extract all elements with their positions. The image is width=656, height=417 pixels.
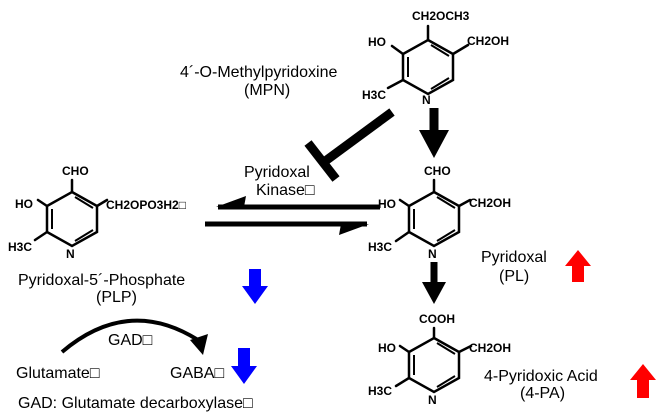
mpn-name: 4´-O-Methylpyridoxine xyxy=(180,64,337,81)
pa-name: 4-Pyridoxic Acid xyxy=(484,368,598,385)
plp-decrease-arrow xyxy=(242,269,268,304)
pl-ho-label: HO xyxy=(378,197,396,211)
pl-methyl-label: H3C xyxy=(368,240,392,254)
plp-methyl-label: H3C xyxy=(8,240,32,254)
plp-right-group: CH2OPO3H2□ xyxy=(106,198,186,212)
pa-top-group: COOH xyxy=(419,312,455,326)
pa-ring-bonds xyxy=(407,336,461,394)
equilibrium-head-upper xyxy=(216,196,246,207)
plp-down-arrow-icon xyxy=(242,269,268,304)
mpn-ho-label: HO xyxy=(368,35,386,49)
gad-curved-arrow xyxy=(60,318,200,354)
pa-methyl-bond xyxy=(394,376,411,388)
footnote: GAD: Glutamate decarboxylase□ xyxy=(18,395,253,412)
mpn-right-bond xyxy=(451,43,470,56)
equilibrium-head-lower xyxy=(339,224,369,235)
plp-name: Pyridoxal-5´-Phosphate xyxy=(18,272,185,289)
gad-reaction: GAD□ Glutamate□ GABA□ xyxy=(16,318,224,382)
enzyme-label-line1: Pyridoxal xyxy=(244,164,310,181)
plp-methyl-bond xyxy=(33,230,49,242)
pa-ho-bond xyxy=(398,344,411,354)
plp-ho-label: HO xyxy=(15,197,33,211)
mpn-to-pl-head xyxy=(419,130,449,158)
plp-abbr: (PLP) xyxy=(96,289,137,306)
mpn-double-bond-2 xyxy=(430,44,450,57)
pl-increase-arrow xyxy=(565,250,591,282)
pl-ring-bonds xyxy=(407,190,461,248)
equilibrium-arrows xyxy=(205,196,380,235)
plp-right-bond xyxy=(95,198,109,208)
pl-up-arrow-icon xyxy=(565,250,591,282)
pl-double-bond-2 xyxy=(436,196,456,209)
pa-double-bond-2 xyxy=(436,342,456,355)
pa-double-bond-3 xyxy=(436,375,456,388)
gad-curved-arrow-head xyxy=(190,334,208,355)
pl-right-group: CH2OH xyxy=(469,196,511,210)
mpn-molecule: CH2OCH3 CH2OH HO H3C N xyxy=(362,9,509,107)
plp-ring-bonds xyxy=(45,190,99,248)
glutamate-label: Glutamate□ xyxy=(16,365,100,382)
pl-ring xyxy=(394,178,472,248)
mpn-n-label: N xyxy=(422,93,431,107)
mpn-ho-bond xyxy=(390,44,405,56)
pa-ring xyxy=(394,326,473,394)
mpn-ring-bonds xyxy=(401,38,455,96)
gaba-down-arrow-icon xyxy=(231,348,257,384)
plp-n-label: N xyxy=(66,247,75,261)
pl-name: Pyridoxal xyxy=(481,249,547,266)
gaba-decrease-arrow xyxy=(231,348,257,384)
pa-increase-arrow xyxy=(630,364,656,398)
mpn-top-group: CH2OCH3 xyxy=(412,9,470,23)
plp-double-bond-2 xyxy=(74,196,94,209)
mpn-methyl-bond xyxy=(386,78,405,90)
mpn-right-group: CH2OH xyxy=(467,34,509,48)
inhibition-shaft xyxy=(321,108,395,166)
pa-up-arrow-icon xyxy=(630,364,656,398)
plp-double-bond-3 xyxy=(74,229,94,242)
mpn-to-pl-arrow xyxy=(419,108,449,158)
gad-enzyme-label: GAD□ xyxy=(108,332,153,349)
pa-abbr: (4-PA) xyxy=(520,385,565,402)
pa-n-label: N xyxy=(428,393,437,407)
plp-ring xyxy=(33,178,109,248)
pl-double-bond-3 xyxy=(436,229,456,242)
pl-ho-bond xyxy=(398,198,411,208)
mpn-double-bond-3 xyxy=(430,77,450,90)
pl-right-bond xyxy=(457,198,472,208)
pa-molecule: COOH CH2OH HO H3C N xyxy=(368,312,511,407)
pa-methyl-label: H3C xyxy=(368,384,392,398)
pa-right-group: CH2OH xyxy=(469,341,511,355)
gaba-label: GABA□ xyxy=(170,365,224,382)
pl-molecule: CHO CH2OH HO H3C N xyxy=(368,164,511,261)
pl-top-group: CHO xyxy=(424,164,451,178)
pl-to-pa-arrow xyxy=(422,262,446,304)
pl-methyl-bond xyxy=(394,230,411,243)
inhibition-arrow xyxy=(304,108,395,182)
pa-right-bond xyxy=(457,344,473,354)
mpn-abbr: (MPN) xyxy=(244,82,290,99)
plp-ho-bond xyxy=(36,198,49,208)
pl-to-pa-head xyxy=(422,282,446,304)
mpn-ring xyxy=(386,24,470,96)
pl-n-label: N xyxy=(428,247,437,261)
inhibition-bar xyxy=(304,140,340,182)
mpn-methyl-label: H3C xyxy=(362,88,386,102)
plp-top-group: CHO xyxy=(62,164,89,178)
plp-molecule: CHO CH2OPO3H2□ HO H3C N xyxy=(8,164,186,261)
enzyme-label-line2: Kinase□ xyxy=(256,182,315,199)
pl-abbr: (PL) xyxy=(499,268,529,285)
pa-ho-label: HO xyxy=(378,341,396,355)
